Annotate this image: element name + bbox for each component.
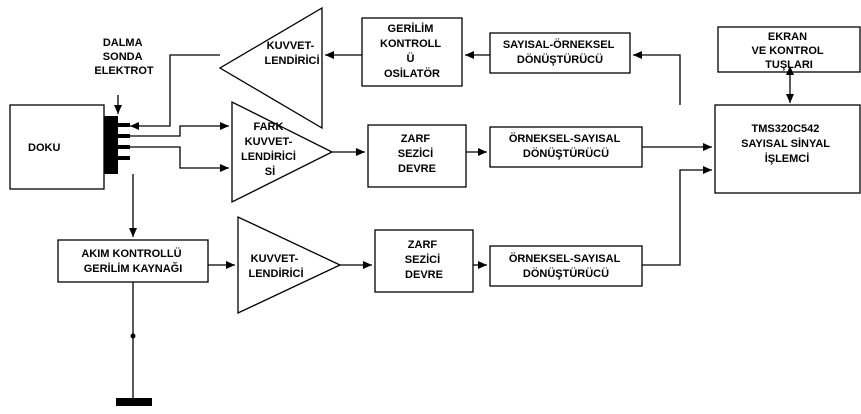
ground-symbol (116, 398, 152, 406)
dsp-block (714, 104, 861, 194)
diff-amp-line-3: LENDİRİCİ (241, 150, 296, 163)
tissue-block (9, 104, 105, 190)
adc2-line-2: DÖNÜŞTÜRÜCÜ (523, 267, 609, 280)
diff-amp-label: FARK KUVVET- LENDİRİCİ Sİ (241, 121, 299, 178)
display-line-3: TUŞLARI (765, 59, 813, 71)
diff-amp-line-1: FARK (253, 121, 283, 133)
current-source-block (57, 239, 209, 283)
adc2-label: ÖRNEKSEL-SAYISAL DÖNÜŞTÜRÜCÜ (509, 252, 623, 280)
probe-label-line-1: DALMA (103, 37, 143, 49)
display-block (717, 26, 861, 73)
env1-label: ZARF SEZİCİ DEVRE (398, 133, 437, 175)
dac-line-2: DÖNÜŞTÜRÜCÜ (517, 53, 603, 66)
vco-label: GERİLİM KONTROLL Ü OSİLATÖR (380, 22, 444, 80)
current-source-line-1: AKIM KONTROLLÜ (81, 247, 181, 260)
diff-amplifier (231, 100, 334, 204)
adc-block-2 (489, 245, 643, 287)
dac-line-1: SAYISAL-ÖRNEKSEL (503, 38, 615, 51)
adc2-to-dsp (642, 166, 712, 266)
env2-line-1: ZARF (408, 239, 438, 251)
diff-amp-line-4: Sİ (265, 165, 275, 178)
probe-label-line-2: SONDA (103, 51, 143, 63)
current-source-line-2: GERİLİM KAYNAĞI (84, 262, 183, 275)
env1-line-1: ZARF (401, 133, 431, 145)
amp-bottom-line-1: KUVVET- (251, 253, 299, 265)
adc-block-1 (489, 126, 643, 168)
display-line-1: EKRAN (768, 31, 807, 43)
amplifier-top (218, 6, 323, 130)
adc2-line-1: ÖRNEKSEL-SAYISAL (509, 252, 621, 265)
env2-label: ZARF SEZİCİ DEVRE (405, 239, 444, 281)
dac-block (489, 32, 631, 74)
diff-amp-line-2: KUVVET- (245, 136, 293, 148)
vco-block (361, 17, 463, 87)
electrode-to-diff-amp-minus (130, 146, 229, 172)
env2-line-3: DEVRE (405, 269, 443, 281)
dsp-to-dac (633, 51, 681, 105)
vco-line-2: KONTROLL (380, 38, 441, 50)
electrode-to-diff-amp-plus (130, 122, 229, 137)
amp-top-to-electrode (130, 54, 220, 130)
dsp-line-1: TMS320C542 (752, 123, 820, 135)
vco-line-1: GERİLİM (388, 22, 434, 35)
display-label: EKRAN VE KONTROL TUŞLARI (752, 31, 827, 71)
adc1-line-1: ÖRNEKSEL-SAYISAL (509, 132, 621, 145)
probe-label-line-3: ELEKTROT (94, 65, 154, 77)
amp-top-label: KUVVET- LENDİRİCİ (265, 40, 320, 67)
vco-line-4: OSİLATÖR (384, 67, 440, 80)
envelope-detector-2 (374, 229, 474, 293)
electrode-probe (104, 116, 118, 174)
dsp-line-4: İŞLEMCİ (765, 152, 810, 165)
dsp-label: TMS320C542 SAYISAL SİNYAL İŞLEMCİ (741, 123, 833, 165)
dsp-line-3: SAYISAL SİNYAL (741, 137, 830, 150)
probe-label: DALMA SONDA ELEKTROT (94, 37, 154, 77)
env1-line-2: SEZİCİ (398, 147, 433, 160)
amp-top-line-2: LENDİRİCİ (265, 54, 320, 67)
ground-node (130, 333, 136, 339)
amp-bottom-label: KUVVET- LENDİRİCİ (249, 253, 304, 280)
env1-line-3: DEVRE (398, 163, 436, 175)
tissue-label: DOKU (28, 142, 60, 154)
envelope-detector-1 (367, 124, 467, 188)
amplifier-bottom (237, 215, 342, 315)
adc1-line-2: DÖNÜŞTÜRÜCÜ (523, 147, 609, 160)
amp-bottom-line-2: LENDİRİCİ (249, 267, 304, 280)
dac-label: SAYISAL-ÖRNEKSEL DÖNÜŞTÜRÜCÜ (503, 38, 617, 66)
adc1-label: ÖRNEKSEL-SAYISAL DÖNÜŞTÜRÜCÜ (509, 132, 623, 160)
display-line-2: VE KONTROL (752, 45, 824, 57)
env2-line-2: SEZİCİ (405, 253, 440, 266)
current-source-label: AKIM KONTROLLÜ GERİLİM KAYNAĞI (81, 247, 184, 275)
vco-line-3: Ü (406, 52, 414, 65)
amp-top-line-1: KUVVET- (267, 40, 315, 52)
